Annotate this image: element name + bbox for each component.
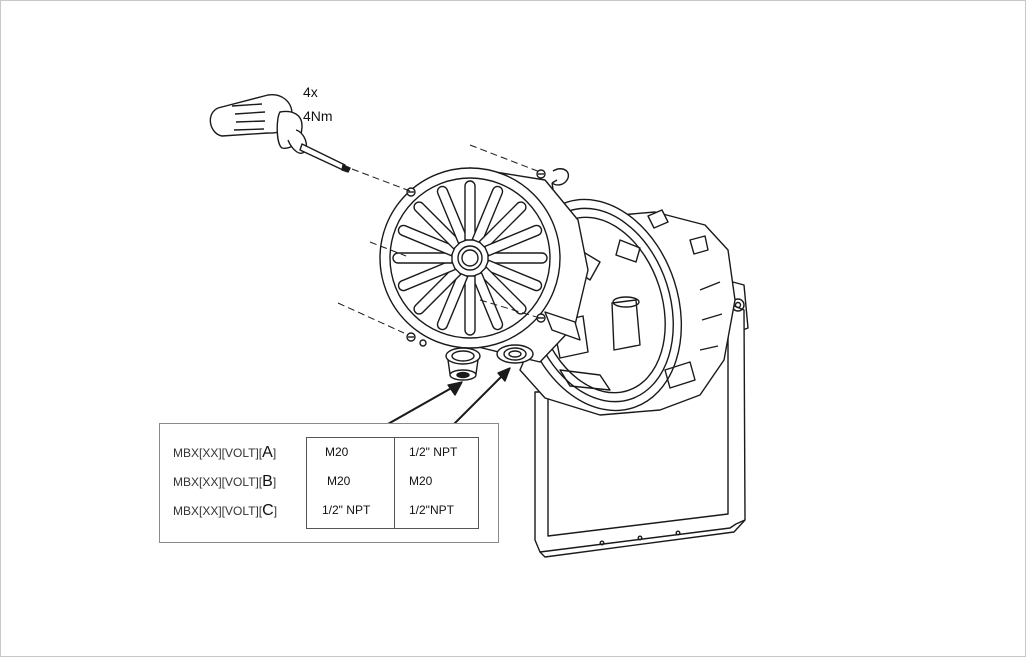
cover-fin [478, 266, 527, 315]
cover-fin [487, 252, 548, 264]
quantity-label: 4x [303, 84, 318, 100]
variant-letter: C [262, 502, 274, 519]
cover-fin [397, 224, 456, 257]
entry-left-a: M20 [325, 445, 349, 459]
model-suffix: ] [272, 475, 277, 489]
cover-fin [436, 185, 469, 244]
model-prefix: MBX[XX][VOLT][ [173, 475, 263, 489]
grid-divider [394, 438, 395, 528]
variant-letter: A [262, 444, 273, 461]
model-prefix: MBX[XX][VOLT][ [173, 504, 263, 518]
cover-fin [413, 201, 462, 250]
cover-fin [484, 224, 543, 257]
cover-fin [413, 266, 462, 315]
screw-heads [406, 169, 581, 347]
entry-left-c: 1/2" NPT [322, 503, 371, 517]
entry-right-b: M20 [409, 474, 433, 488]
model-prefix: MBX[XX][VOLT][ [173, 446, 263, 460]
screwdriver-icon [209, 94, 351, 173]
cover-fin [471, 185, 504, 244]
cover-icon [379, 167, 589, 381]
model-code-row-b: MBX[XX][VOLT][B] [173, 473, 276, 491]
cover-fin [436, 272, 469, 331]
cover-fin [392, 252, 453, 264]
model-suffix: ] [273, 504, 278, 518]
variant-letter: B [262, 473, 273, 490]
model-code-row-a: MBX[XX][VOLT][A] [173, 444, 276, 462]
model-suffix: ] [272, 446, 277, 460]
entry-size-grid: M20 1/2" NPT M20 M20 1/2" NPT 1/2"NPT [306, 437, 479, 529]
cover-fin [484, 259, 543, 292]
cover-fin [464, 275, 476, 336]
entry-left-b: M20 [327, 474, 351, 488]
cover-fin [471, 272, 504, 331]
rotation-arrow-icon [551, 168, 570, 190]
cover-fin [464, 180, 476, 241]
entry-right-c: 1/2"NPT [409, 503, 454, 517]
cover-fin [478, 201, 527, 250]
torque-label: 4Nm [303, 108, 333, 124]
cover-fin [397, 259, 456, 292]
model-code-row-c: MBX[XX][VOLT][C] [173, 502, 277, 520]
thread-spec-table: MBX[XX][VOLT][A] MBX[XX][VOLT][B] MBX[XX… [159, 423, 499, 543]
entry-right-a: 1/2" NPT [409, 445, 458, 459]
